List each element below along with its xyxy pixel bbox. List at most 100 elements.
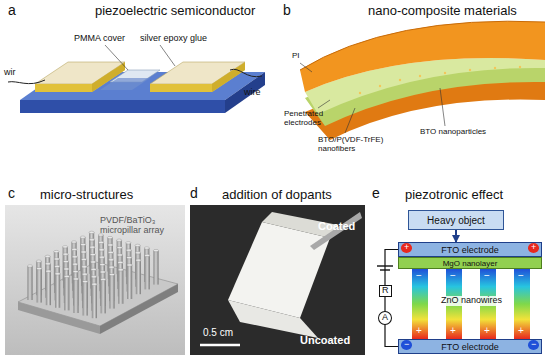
nanowire-device [377, 266, 530, 339]
pillar-top [55, 265, 60, 267]
part-label: BTO nanoparticles [420, 128, 486, 137]
pillar-top [83, 280, 88, 282]
part-label: wir [4, 68, 16, 78]
micropillar-drawing [5, 205, 185, 355]
pillar-top [27, 265, 32, 267]
pillar-top [45, 263, 50, 265]
pillar-top [89, 239, 94, 241]
micropillar [83, 282, 88, 316]
pillar-top [107, 236, 112, 238]
node-text: FTO electrode [441, 245, 498, 255]
pillar-top [126, 242, 131, 244]
pillar-top [46, 270, 51, 272]
pillar-top [73, 270, 78, 272]
micropillar [92, 284, 97, 318]
pillar-top [92, 283, 97, 285]
micropillar [127, 265, 132, 299]
pillar-top [108, 251, 113, 253]
load-box: Heavy object [408, 210, 504, 230]
device-drawing [8, 45, 265, 113]
pillar-top [99, 241, 104, 243]
photo-label: Coated [318, 220, 355, 232]
part-label: silver epoxy glue [140, 34, 207, 44]
pillar-top [108, 244, 113, 246]
pillar-top [90, 246, 95, 248]
pillar-top [37, 267, 42, 269]
pillar-top [153, 249, 158, 251]
pillar-top [117, 254, 122, 256]
part-label: Penetrated electrodes [284, 110, 328, 128]
panel-letter: c [8, 186, 15, 201]
pillar-top [91, 268, 96, 270]
charge-sign: + [528, 243, 539, 253]
pillar-top [81, 258, 86, 260]
charge-sign: − [450, 270, 456, 281]
pillar-top [135, 252, 140, 254]
pillar-top [73, 263, 78, 265]
node-text: FTO electrode [441, 342, 498, 352]
part-label: PMMA cover [74, 34, 125, 44]
pillar-top [54, 250, 59, 252]
scale-label: 0.5 cm [203, 327, 233, 338]
pillar-top [64, 268, 69, 270]
charge-sign: − [416, 270, 422, 281]
charge-sign: − [528, 340, 539, 350]
panel-letter: a [8, 3, 16, 18]
micropillar [153, 251, 158, 285]
pillar-top [73, 278, 78, 280]
charge-sign: + [484, 325, 490, 336]
micropillar [136, 260, 141, 294]
composite-drawing [300, 21, 545, 140]
pillar-top [81, 243, 86, 245]
panel-letter: d [190, 186, 198, 201]
micropillar [73, 279, 78, 313]
resistor-symbol: R [379, 285, 392, 297]
pillar-top [71, 241, 76, 243]
pillar-top [100, 263, 105, 265]
electrode-band: FTO electrode [398, 242, 542, 257]
pillar-top [36, 260, 41, 262]
circuit-wire [385, 250, 398, 347]
pillar-top [117, 239, 122, 241]
electrode-band: FTO electrode [398, 339, 542, 354]
pillar-top [145, 254, 150, 256]
pillar-top [82, 273, 87, 275]
pillar-top [136, 259, 141, 261]
micropillar [118, 270, 123, 304]
panel-letter: b [283, 3, 291, 18]
micropillar [145, 255, 150, 289]
charge-sign: + [450, 325, 456, 336]
force-arrow [455, 230, 457, 242]
micropillar [109, 275, 114, 309]
panel-title: piezoelectric semiconductor [95, 4, 255, 18]
pillar-top [109, 259, 114, 261]
charge-sign: − [484, 270, 490, 281]
charge-sign: + [401, 243, 412, 253]
pillar-top [91, 261, 96, 263]
pillar-top [63, 253, 68, 255]
node-text: Heavy object [427, 215, 485, 226]
pillar-top [99, 249, 104, 251]
micropillar [55, 274, 60, 308]
micropillar [64, 276, 69, 310]
pillar-top [127, 264, 132, 266]
part-label: PVDF/BaTiO₃ micropillar array [100, 216, 180, 236]
pillar-top [80, 236, 85, 238]
pillar-top [109, 266, 114, 268]
pillar-top [99, 256, 104, 258]
pillar-top [135, 244, 140, 246]
part-label: BTO/P(VDF-TrFE) nanofibers [318, 136, 408, 154]
micropillar [27, 266, 32, 300]
charge-sign: − [401, 340, 412, 350]
micropillar [37, 269, 42, 303]
charge-sign: + [416, 325, 422, 336]
pillar-top [109, 273, 114, 275]
pillar-top [89, 231, 94, 233]
panel-title: piezotronic effect [405, 188, 503, 202]
pillar-top [72, 256, 77, 258]
pillar-top [72, 248, 77, 250]
micropillar [46, 271, 51, 305]
pillar-top [91, 276, 96, 278]
